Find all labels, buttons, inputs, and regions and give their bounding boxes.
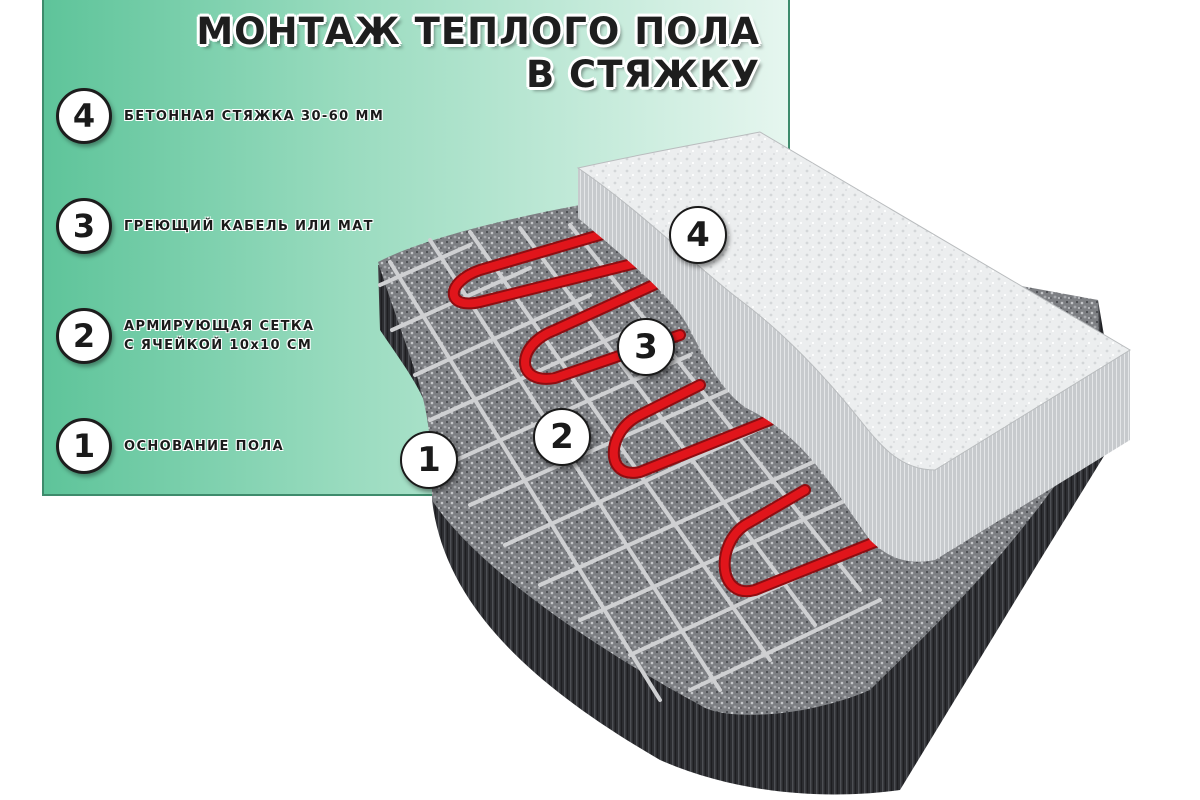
callout-screed: 4	[669, 206, 727, 264]
legend-number-badge: 3	[56, 198, 112, 254]
legend-label-line: БЕТОННАЯ СТЯЖКА 30-60 ММ	[124, 108, 385, 124]
legend-label: АРМИРУЮЩАЯ СЕТКА С ЯЧЕЙКОЙ 10х10 СМ	[124, 317, 314, 355]
diagram-title: МОНТАЖ ТЕПЛОГО ПОЛА В СТЯЖКУ	[196, 10, 760, 96]
legend-label-line: ОСНОВАНИЕ ПОЛА	[124, 438, 285, 454]
legend-label-line: С ЯЧЕЙКОЙ 10х10 СМ	[124, 338, 313, 353]
legend-label-line: ГРЕЮЩИЙ КАБЕЛЬ ИЛИ МАТ	[124, 218, 374, 234]
title-line-2: В СТЯЖКУ	[525, 53, 760, 96]
legend-item-cable: 3 ГРЕЮЩИЙ КАБЕЛЬ ИЛИ МАТ	[56, 198, 374, 254]
legend-item-base: 1 ОСНОВАНИЕ ПОЛА	[56, 418, 284, 474]
callout-cable: 3	[617, 318, 675, 376]
callout-base: 1	[400, 431, 458, 489]
legend-label-line: АРМИРУЮЩАЯ СЕТКА	[124, 319, 315, 334]
legend-label: ГРЕЮЩИЙ КАБЕЛЬ ИЛИ МАТ	[124, 217, 374, 236]
legend-label: БЕТОННАЯ СТЯЖКА 30-60 ММ	[124, 107, 384, 126]
legend-number-badge: 1	[56, 418, 112, 474]
legend-label: ОСНОВАНИЕ ПОЛА	[124, 437, 284, 456]
legend-number-badge: 4	[56, 88, 112, 144]
callout-mesh: 2	[533, 408, 591, 466]
screed-slab-side	[578, 168, 1130, 562]
legend-number-badge: 2	[56, 308, 112, 364]
heating-cable	[447, 226, 886, 598]
legend-item-screed: 4 БЕТОННАЯ СТЯЖКА 30-60 ММ	[56, 88, 384, 144]
title-line-1: МОНТАЖ ТЕПЛОГО ПОЛА	[196, 10, 760, 53]
legend-item-mesh: 2 АРМИРУЮЩАЯ СЕТКА С ЯЧЕЙКОЙ 10х10 СМ	[56, 308, 314, 364]
